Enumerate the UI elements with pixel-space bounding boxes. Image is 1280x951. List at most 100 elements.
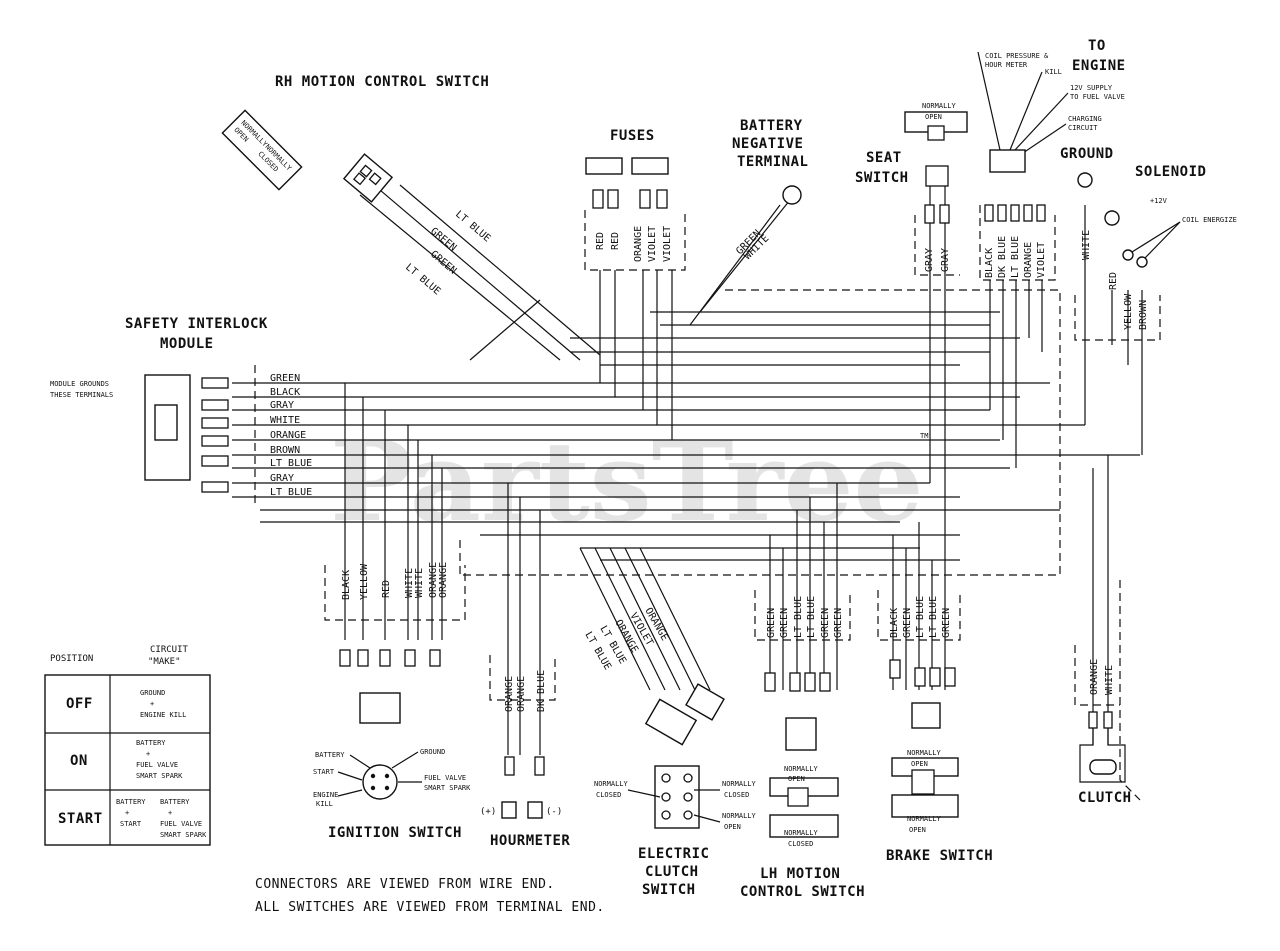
engine-connector	[989, 149, 1026, 173]
ignition-start-label: START	[313, 768, 335, 776]
module-connectors	[201, 377, 229, 493]
pos-start-a3: START	[120, 820, 142, 828]
ground-wire-white: WHITE	[1081, 230, 1092, 260]
clutch-wire-white: WHITE	[1104, 665, 1115, 695]
brake-switch-title: BRAKE SWITCH	[886, 848, 993, 864]
pos-on-c4: SMART SPARK	[136, 772, 183, 780]
pos-off-c1: GROUND	[140, 689, 165, 697]
pos-off-c3: ENGINE KILL	[140, 711, 186, 719]
seat-wire-gray-2: GRAY	[940, 248, 951, 272]
module-wire-brown: BROWN	[270, 445, 300, 456]
position-table-frame	[44, 674, 211, 846]
engine-wire-dk-blue: DK BLUE	[997, 236, 1008, 278]
brake-wire-lt-blue: LT BLUE	[915, 596, 926, 638]
hourmeter-plus-label: (+)	[480, 807, 496, 817]
to-engine-title-2: ENGINE	[1072, 58, 1126, 74]
pos-start-b4: SMART SPARK	[160, 831, 207, 839]
solenoid-coil-terminal-1	[1122, 249, 1134, 261]
seat-wire-gray: GRAY	[924, 248, 935, 272]
module-wire-lt-blue-2: LT BLUE	[270, 487, 312, 498]
lh-wire-lt-blue: LT BLUE	[793, 596, 804, 638]
lh-open: OPEN	[788, 775, 805, 783]
harness-wires	[232, 184, 1161, 801]
bottom-notes: CONNECTORS ARE VIEWED FROM WIRE END. ALL…	[255, 877, 605, 915]
brake-wire-black: BLACK	[889, 608, 900, 638]
ignition-battery-label: BATTERY	[315, 751, 345, 759]
pos-start-a2: +	[125, 809, 129, 817]
lh-title-1: LH MOTION	[760, 866, 840, 882]
circuit-col-header-2: "MAKE"	[148, 657, 181, 667]
rh-wire-lt-blue-2: LT BLUE	[403, 262, 442, 298]
pos-start-b2: +	[168, 809, 172, 817]
brake-switch: BLACK GREEN LT BLUE LT BLUE GREEN NORMAL…	[886, 596, 993, 864]
engine-wire-violet: VIOLET	[1036, 242, 1047, 278]
hourmeter-terminal-plus	[501, 801, 517, 819]
brake-open-2: OPEN	[909, 826, 926, 834]
seat-switch-title-1: SEAT	[866, 150, 902, 166]
ground-title: GROUND	[1060, 146, 1114, 162]
lh-wire-green-3: GREEN	[820, 608, 831, 638]
pos-off-c2: +	[150, 700, 154, 708]
hourmeter: ORANGE ORANGE DK BLUE (+) (-) HOURMETER	[480, 670, 570, 849]
safety-interlock-title-2: MODULE	[160, 336, 214, 352]
ignition-ground-label: GROUND	[420, 748, 445, 756]
position-col-header: POSITION	[50, 654, 93, 664]
lh-motion-control-switch: GREEN GREEN LT BLUE LT BLUE GREEN GREEN …	[740, 596, 865, 900]
ignition-wire-yellow: YELLOW	[359, 563, 370, 600]
clutch: ORANGE WHITE CLUTCH	[1078, 659, 1132, 806]
lh-wire-green-2: GREEN	[779, 608, 790, 638]
coil-pressure-note-1: COIL PRESSURE &	[985, 52, 1049, 60]
hourmeter-title: HOURMETER	[490, 833, 570, 849]
battery-title-3: TERMINAL	[737, 154, 808, 170]
ignition-wire-white-2: WHITE	[414, 568, 425, 598]
pos-start-b1: BATTERY	[160, 798, 190, 806]
brake-open: OPEN	[911, 760, 928, 768]
fuse-wire-red: RED	[595, 232, 606, 250]
engine-wire-black: BLACK	[984, 248, 995, 278]
charging-note-2: CIRCUIT	[1068, 124, 1098, 132]
kill-note: KILL	[1045, 68, 1062, 76]
solenoid-coil-terminal-2	[1136, 256, 1148, 268]
ignition-wire-white: WHITE	[404, 568, 415, 598]
brake-wire-lt-blue-2: LT BLUE	[928, 596, 939, 638]
hourmeter-wire-orange-2: ORANGE	[516, 676, 527, 712]
brake-wire-green-2: GREEN	[941, 608, 952, 638]
charging-note-1: CHARGING	[1068, 115, 1102, 123]
coil-energize-note: COIL ENERGIZE	[1182, 216, 1237, 224]
ground-ring-terminal	[1077, 172, 1093, 188]
pos-start: START	[58, 811, 103, 827]
module-grounds-note-2: THESE TERMINALS	[50, 391, 113, 399]
seat-normally: NORMALLY	[922, 102, 957, 110]
module-wire-gray: GRAY	[270, 400, 294, 411]
battery-ring-terminal	[782, 185, 802, 205]
switches-note: ALL SWITCHES ARE VIEWED FROM TERMINAL EN…	[255, 900, 605, 915]
connectors-note: CONNECTORS ARE VIEWED FROM WIRE END.	[255, 877, 555, 892]
engine-wire-orange: ORANGE	[1023, 242, 1034, 278]
ignition-switch-body	[362, 764, 398, 800]
rh-wire-lt-blue: LT BLUE	[453, 209, 492, 245]
module-wire-white: WHITE	[270, 415, 300, 426]
solenoid: SOLENOID +12V COIL ENERGIZE RED YELLOW B…	[1104, 164, 1237, 330]
coil-pressure-note-2: HOUR METER	[985, 61, 1028, 69]
brake-normally-1: NORMALLY	[907, 749, 942, 757]
circuit-col-header-1: CIRCUIT	[150, 645, 189, 655]
lh-closed: CLOSED	[788, 840, 813, 848]
pos-on: ON	[70, 753, 88, 769]
rh-switch-connector	[342, 153, 394, 203]
pos-off: OFF	[66, 696, 93, 712]
clutch-title: CLUTCH	[1078, 790, 1132, 806]
brake-wire-green: GREEN	[902, 608, 913, 638]
watermark: PartsTree	[330, 417, 924, 546]
to-engine-title-1: TO	[1088, 38, 1106, 54]
solenoid-wire-brown: BROWN	[1138, 300, 1149, 330]
fuses-title: FUSES	[610, 128, 655, 144]
hourmeter-terminal-minus	[527, 801, 543, 819]
module-wire-black: BLACK	[270, 387, 300, 398]
module-wire-lt-blue: LT BLUE	[270, 458, 312, 469]
to-engine: TO ENGINE COIL PRESSURE & HOUR METER KIL…	[977, 38, 1126, 278]
ignition-smart-spark-label: SMART SPARK	[424, 784, 471, 792]
ground: GROUND WHITE	[1060, 146, 1114, 260]
battery-title-2: NEGATIVE	[732, 136, 803, 152]
module-wire-gray-2: GRAY	[270, 473, 294, 484]
